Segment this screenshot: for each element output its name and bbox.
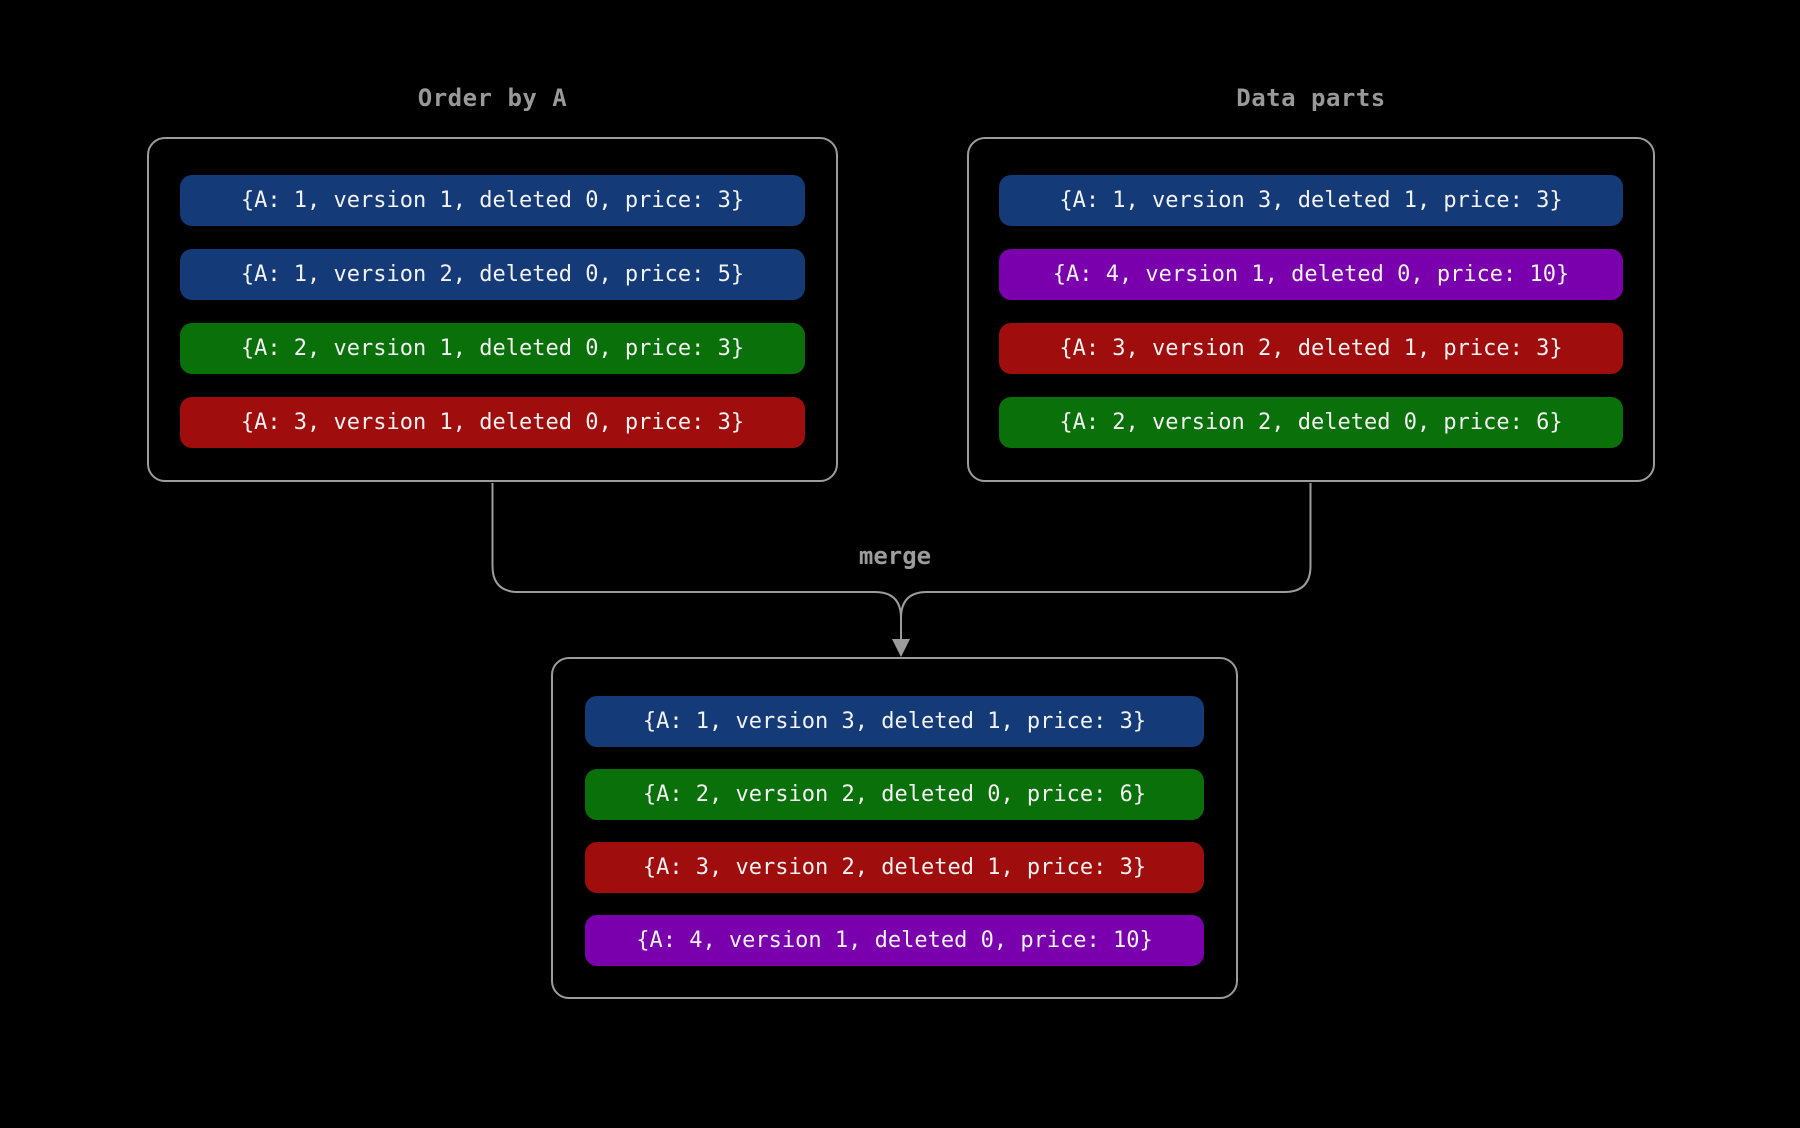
order-by-a-box: {A: 1, version 1, deleted 0, price: 3} {… [147, 137, 838, 482]
data-row: {A: 3, version 2, deleted 1, price: 3} [999, 323, 1623, 374]
data-row: {A: 1, version 3, deleted 1, price: 3} [585, 696, 1204, 747]
data-row: {A: 2, version 1, deleted 0, price: 3} [180, 323, 805, 374]
data-row: {A: 4, version 1, deleted 0, price: 10} [585, 915, 1204, 966]
data-row: {A: 4, version 1, deleted 0, price: 10} [999, 249, 1623, 300]
data-row: {A: 3, version 1, deleted 0, price: 3} [180, 397, 805, 448]
merged-result-box: {A: 1, version 3, deleted 1, price: 3} {… [551, 657, 1238, 999]
data-row: {A: 2, version 2, deleted 0, price: 6} [585, 769, 1204, 820]
data-row: {A: 1, version 2, deleted 0, price: 5} [180, 249, 805, 300]
data-row: {A: 1, version 1, deleted 0, price: 3} [180, 175, 805, 226]
merge-label: merge [858, 542, 932, 570]
order-by-a-title: Order by A [417, 84, 568, 112]
data-row: {A: 3, version 2, deleted 1, price: 3} [585, 842, 1204, 893]
data-row: {A: 2, version 2, deleted 0, price: 6} [999, 397, 1623, 448]
data-parts-title: Data parts [1236, 84, 1386, 112]
data-parts-box: {A: 1, version 3, deleted 1, price: 3} {… [967, 137, 1655, 482]
arrowhead-icon [892, 639, 910, 657]
data-row: {A: 1, version 3, deleted 1, price: 3} [999, 175, 1623, 226]
